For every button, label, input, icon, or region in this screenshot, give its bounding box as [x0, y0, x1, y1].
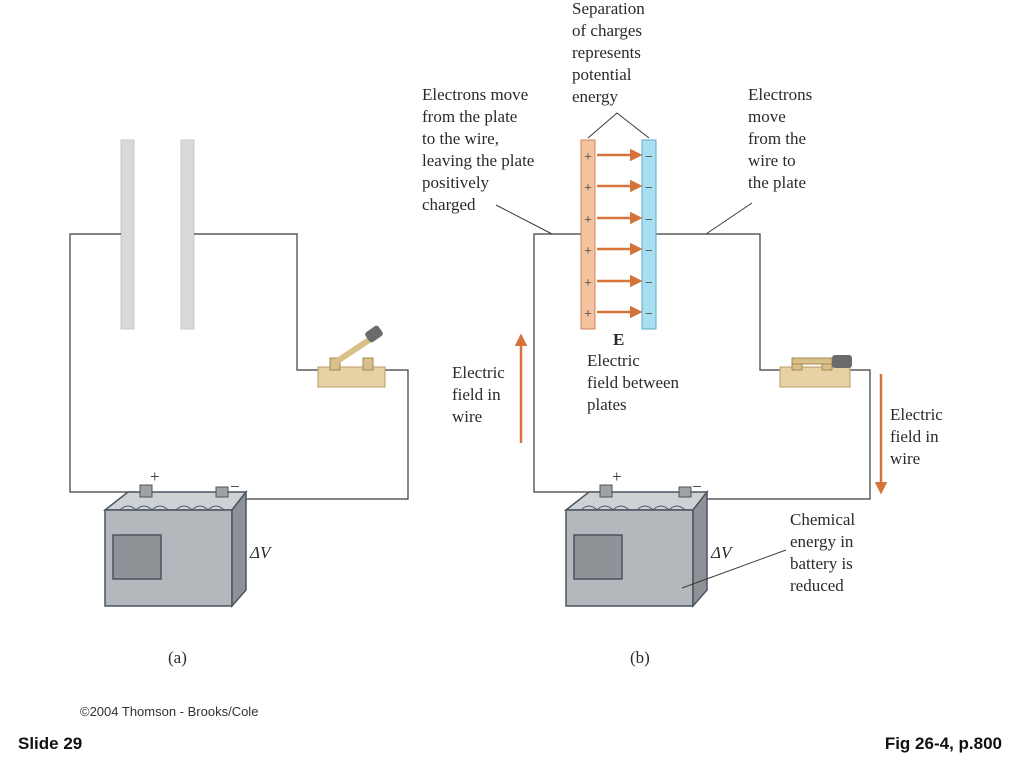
chemical-leader [681, 549, 787, 589]
separation-line-4: potential [572, 65, 632, 84]
electrons-right-leader [705, 202, 753, 235]
electrons-right-line-5: the plate [748, 173, 806, 192]
electrons-left-leader [495, 204, 553, 235]
separation-line-1: Separation [572, 0, 645, 18]
plate-left-uncharged [120, 139, 135, 330]
electrons-left-line-6: charged [422, 195, 476, 214]
panel-b: + + + + + + − − − − − − E Separation of … [422, 0, 943, 667]
field-symbol: E [613, 330, 624, 349]
charge-minus-1: − [645, 150, 653, 165]
chemical-line-4: reduced [790, 576, 844, 595]
electrons-left-label: Electrons move from the plate to the wir… [422, 85, 534, 214]
field-between-line-1: Electric [587, 351, 640, 370]
charge-minus-2: − [645, 181, 653, 196]
charge-plus-3: + [584, 213, 592, 228]
separation-line-2: of charges [572, 21, 642, 40]
chemical-line-3: battery is [790, 554, 853, 573]
voltage-label-a: ΔV [249, 543, 273, 562]
field-between-line-2: field between [587, 373, 680, 392]
figure-reference: Fig 26-4, p.800 [884, 734, 1002, 753]
voltage-label-b: ΔV [710, 543, 734, 562]
slide-number: Slide 29 [18, 734, 83, 753]
field-wire-right-line-3: wire [890, 449, 920, 468]
field-wire-left-line-2: field in [452, 385, 501, 404]
separation-label: Separation of charges represents potenti… [572, 0, 645, 106]
plate-negative [641, 139, 657, 330]
battery-a-minus: − [230, 477, 240, 496]
electrons-right-line-1: Electrons [748, 85, 812, 104]
battery-b-minus: − [692, 477, 702, 496]
wire-b-return [684, 369, 871, 500]
charge-plus-2: + [584, 181, 592, 196]
field-wire-right-line-2: field in [890, 427, 939, 446]
separation-bracket [587, 112, 650, 139]
plate-charges: + + + + + + − − − − − − [584, 150, 653, 322]
battery-b-plus: + [612, 467, 622, 486]
field-wire-left-label: Electric field in wire [452, 363, 505, 426]
electrons-left-line-3: to the wire, [422, 129, 499, 148]
charge-minus-5: − [645, 276, 653, 291]
wire-b-left [533, 233, 606, 493]
electrons-left-line-1: Electrons move [422, 85, 528, 104]
plate-positive [580, 139, 596, 330]
electrons-left-line-4: leaving the plate [422, 151, 534, 170]
chemical-line-1: Chemical [790, 510, 855, 529]
plate-right-uncharged [180, 139, 195, 330]
field-wire-left-line-1: Electric [452, 363, 505, 382]
field-arrows [597, 148, 643, 319]
charge-plus-5: + [584, 276, 592, 291]
electrons-right-line-3: from the [748, 129, 806, 148]
chemical-energy-label: Chemical energy in battery is reduced [790, 510, 855, 595]
chemical-line-2: energy in [790, 532, 854, 551]
charge-minus-6: − [645, 307, 653, 322]
switch-closed-icon [779, 355, 852, 388]
wire-b-right [656, 233, 780, 371]
field-wire-right-line-1: Electric [890, 405, 943, 424]
caption-a: (a) [168, 648, 187, 667]
electrons-left-line-5: positively [422, 173, 490, 192]
electrons-right-line-4: wire to [748, 151, 796, 170]
charge-plus-4: + [584, 244, 592, 259]
field-between-line-3: plates [587, 395, 627, 414]
charge-minus-3: − [645, 213, 653, 228]
caption-b: (b) [630, 648, 650, 667]
electrons-right-label: Electrons move from the wire to the plat… [748, 85, 812, 192]
battery-a-icon [102, 484, 248, 608]
wire-a-return [221, 369, 409, 500]
switch-open-icon [317, 325, 386, 388]
battery-b-icon [563, 484, 709, 608]
separation-line-5: energy [572, 87, 618, 106]
copyright-text: ©2004 Thomson - Brooks/Cole [80, 704, 259, 719]
field-between-label: Electric field between plates [587, 351, 680, 414]
electrons-right-line-2: move [748, 107, 786, 126]
charge-plus-1: + [584, 150, 592, 165]
separation-line-3: represents [572, 43, 641, 62]
wire-a-right [194, 233, 318, 371]
field-wire-left-line-3: wire [452, 407, 482, 426]
panel-a: + − ΔV (a) [69, 139, 409, 667]
charge-plus-6: + [584, 307, 592, 322]
field-wire-right-label: Electric field in wire [890, 405, 943, 468]
wire-a-left [69, 233, 146, 493]
electrons-left-line-2: from the plate [422, 107, 517, 126]
battery-a-plus: + [150, 467, 160, 486]
charge-minus-4: − [645, 244, 653, 259]
